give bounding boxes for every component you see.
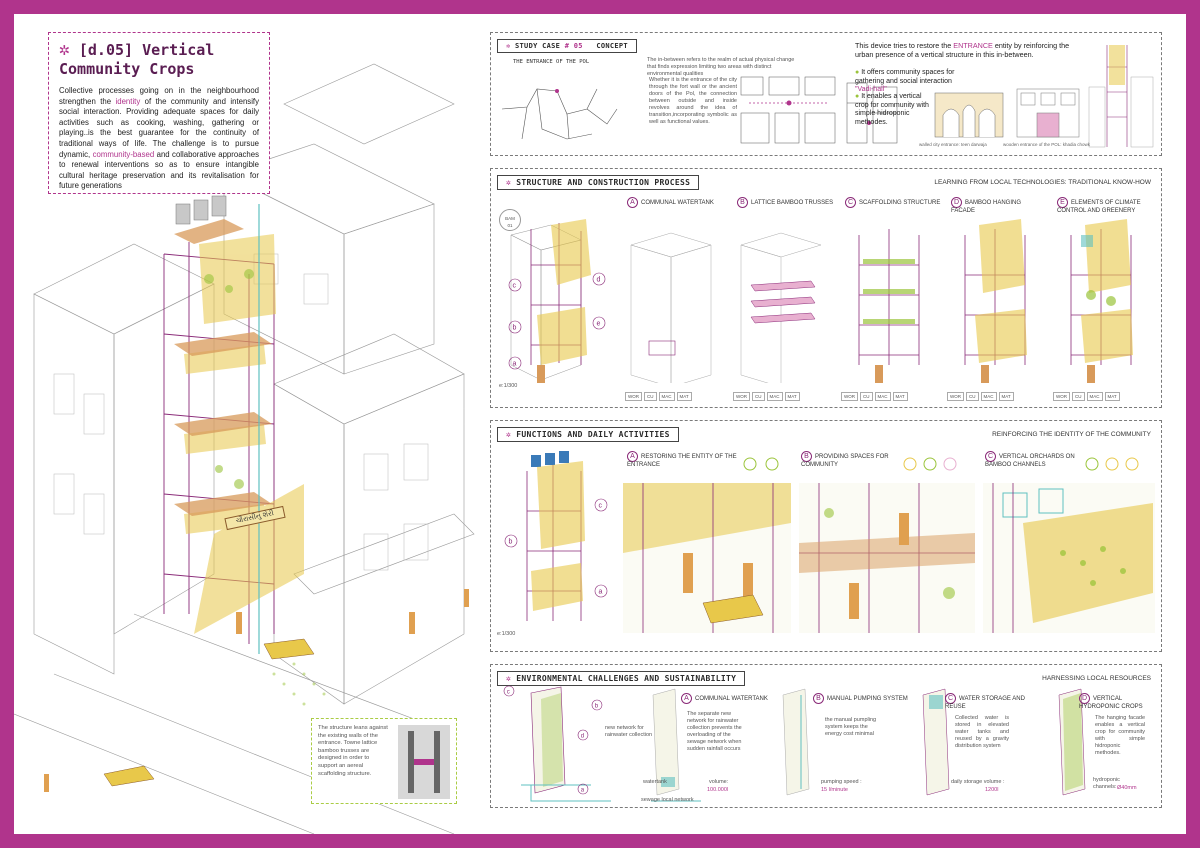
step-d-label: dBAMBOO HANGING FACADE — [951, 197, 1022, 214]
step-e-label: eELEMENTS OF CLIMATE CONTROL AND GREENER… — [1057, 197, 1141, 214]
asterisk-icon: ✲ — [506, 42, 511, 50]
functions-header: ✲ Functions and Daily Activities — [497, 427, 679, 442]
svg-text:a: a — [513, 361, 517, 368]
structure-subtitle: LEARNING FROM LOCAL TECHNOLOGIES: TRADIT… — [934, 179, 1151, 186]
svg-text:c: c — [507, 689, 510, 695]
title-description: Collective processes going on in the nei… — [59, 86, 260, 191]
step-c-label: cSCAFFOLDING STRUCTURE — [845, 197, 945, 208]
structure-scale: e:1/300 — [499, 383, 518, 389]
structure-note: The structure leans against the existing… — [311, 718, 457, 804]
functions-subtitle: REINFORCING THE IDENTITY OF THE COMMUNIT… — [992, 431, 1151, 438]
concept-plan-drawing — [740, 76, 836, 144]
pol-street-map — [501, 88, 618, 140]
concept-section-drawing — [846, 82, 898, 144]
env-b-text: the manual pumpling system keeps the ene… — [825, 717, 877, 737]
svg-text:b: b — [513, 325, 517, 332]
structure-axonometrics: c b a d e — [508, 219, 1133, 383]
env-c-metric-value: 1200l — [985, 787, 999, 793]
poster-title: ✲ [d.05] Vertical Community Crops — [59, 39, 259, 78]
svg-text:c: c — [513, 283, 517, 290]
svg-text:b: b — [595, 703, 599, 709]
step-a-label: aCOMMUNAL WATERTANK — [627, 197, 727, 208]
env-d-label: dVERTICAL HYDROPONIC CROPS — [1079, 693, 1143, 710]
main-axonometric-drawing — [14, 63, 475, 834]
env-c-metric-label: daily storage volume : — [951, 779, 1005, 785]
asterisk-icon: ✲ — [506, 430, 512, 439]
concept-statement: This device tries to restore the ENTRANC… — [855, 41, 1070, 59]
env-d-text: The hanging facade enables a vertical cr… — [1095, 715, 1145, 756]
environment-header: ✲ Environmental Challenges and Sustainab… — [497, 671, 746, 686]
function-scene-b — [799, 483, 975, 633]
functions-tower-drawing: b c a — [504, 451, 608, 621]
new-network-label: new network for rainwater collection — [605, 725, 653, 738]
environment-panel: ✲ Environmental Challenges and Sustainab… — [490, 664, 1162, 808]
svg-text:e: e — [597, 321, 601, 328]
functions-panel: ✲ Functions and Daily Activities REINFOR… — [490, 420, 1162, 652]
function-b-label: bPROVIDING SPACES FOR COMMUNITY — [801, 451, 889, 468]
env-b-metric-value: 15 l/minute — [821, 787, 848, 793]
env-a-metric-label: volume: — [709, 779, 729, 785]
concept-bullet-1: ● It offers community spaces for gatheri… — [855, 69, 955, 94]
structure-header: ✲ Structure and Construction Process — [497, 175, 700, 190]
svg-text:d: d — [581, 733, 584, 739]
asterisk-icon: ✲ — [59, 39, 70, 60]
env-d-metric-value: Ø40mm — [1117, 785, 1137, 791]
concept-tower-section — [1088, 45, 1154, 148]
env-c-label: cWATER STORAGE AND REUSE — [945, 693, 1025, 710]
elevation-caption-2: wooden entrance of the POL: khadia chowk — [1003, 142, 1091, 147]
env-b-label: bMANUAL PUMPING SYSTEM — [813, 693, 913, 704]
structure-panel: ✲ Structure and Construction Process LEA… — [490, 168, 1162, 408]
elevation-caption-1: walled city entrance: teen darwaja — [919, 142, 987, 147]
svg-text:b: b — [509, 539, 513, 546]
function-icons — [743, 457, 1139, 471]
asterisk-icon: ✲ — [506, 674, 512, 683]
pol-door-elevation-drawing — [1016, 88, 1080, 138]
function-a-label: aRESTORING THE ENTITY OF THE ENTRANCE — [627, 451, 737, 468]
concept-header: ✲ STUDY CASE # 05 Concept — [497, 39, 637, 53]
environment-drawings: c b d a — [503, 685, 1086, 802]
title-panel: ✲ [d.05] Vertical Community Crops Collec… — [48, 32, 270, 194]
title-name: Vertical Community Crops — [59, 41, 215, 78]
step-b-label: bLATTICE BAMBOO TRUSSES — [737, 197, 847, 208]
svg-text:d: d — [597, 277, 601, 284]
concept-body: Whether it is the entrance of the city t… — [649, 77, 737, 125]
env-a-text: The separate new network for rainwater c… — [687, 711, 742, 752]
env-a-metric-value: 100.000l — [707, 787, 729, 793]
environment-subtitle: HARNESSING LOCAL RESOURCES — [1042, 675, 1151, 682]
env-a-label: aCOMMUNAL WATERTANK — [681, 693, 781, 704]
function-scene-a — [623, 483, 791, 633]
svg-text:c: c — [599, 503, 603, 510]
function-scene-c — [983, 483, 1155, 633]
env-c-text: Collected water is stored in elevated wa… — [955, 715, 1009, 749]
functions-scale: e:1/300 — [497, 631, 516, 637]
pol-map-label: THE ENTRANCE OF THE POL — [513, 59, 590, 65]
sewage-label: sewage local network — [641, 797, 694, 803]
bullet-dot-icon: ● — [855, 69, 860, 76]
watertank-label: watertank — [643, 779, 667, 785]
bamboo-truss-detail — [398, 725, 450, 799]
svg-text:a: a — [581, 787, 585, 793]
env-d-metric-label: hydroponic channels: — [1093, 777, 1120, 790]
env-b-metric-label: pumping speed : — [821, 779, 862, 785]
concept-intro: The in-between refers to the realm of ac… — [647, 57, 795, 77]
asterisk-icon: ✲ — [506, 178, 512, 187]
title-code: [d.05] — [78, 41, 134, 59]
gate-elevation-drawing — [934, 92, 1004, 138]
concept-bullet-2: ● It enables a vertical crop for communi… — [855, 93, 929, 126]
svg-text:a: a — [599, 589, 603, 596]
concept-panel: ✲ STUDY CASE # 05 Concept THE ENTRANCE O… — [490, 32, 1162, 156]
bullet-dot-icon: ● — [855, 93, 860, 100]
function-c-label: cVERTICAL ORCHARDS ON BAMBOO CHANNELS — [985, 451, 1075, 468]
